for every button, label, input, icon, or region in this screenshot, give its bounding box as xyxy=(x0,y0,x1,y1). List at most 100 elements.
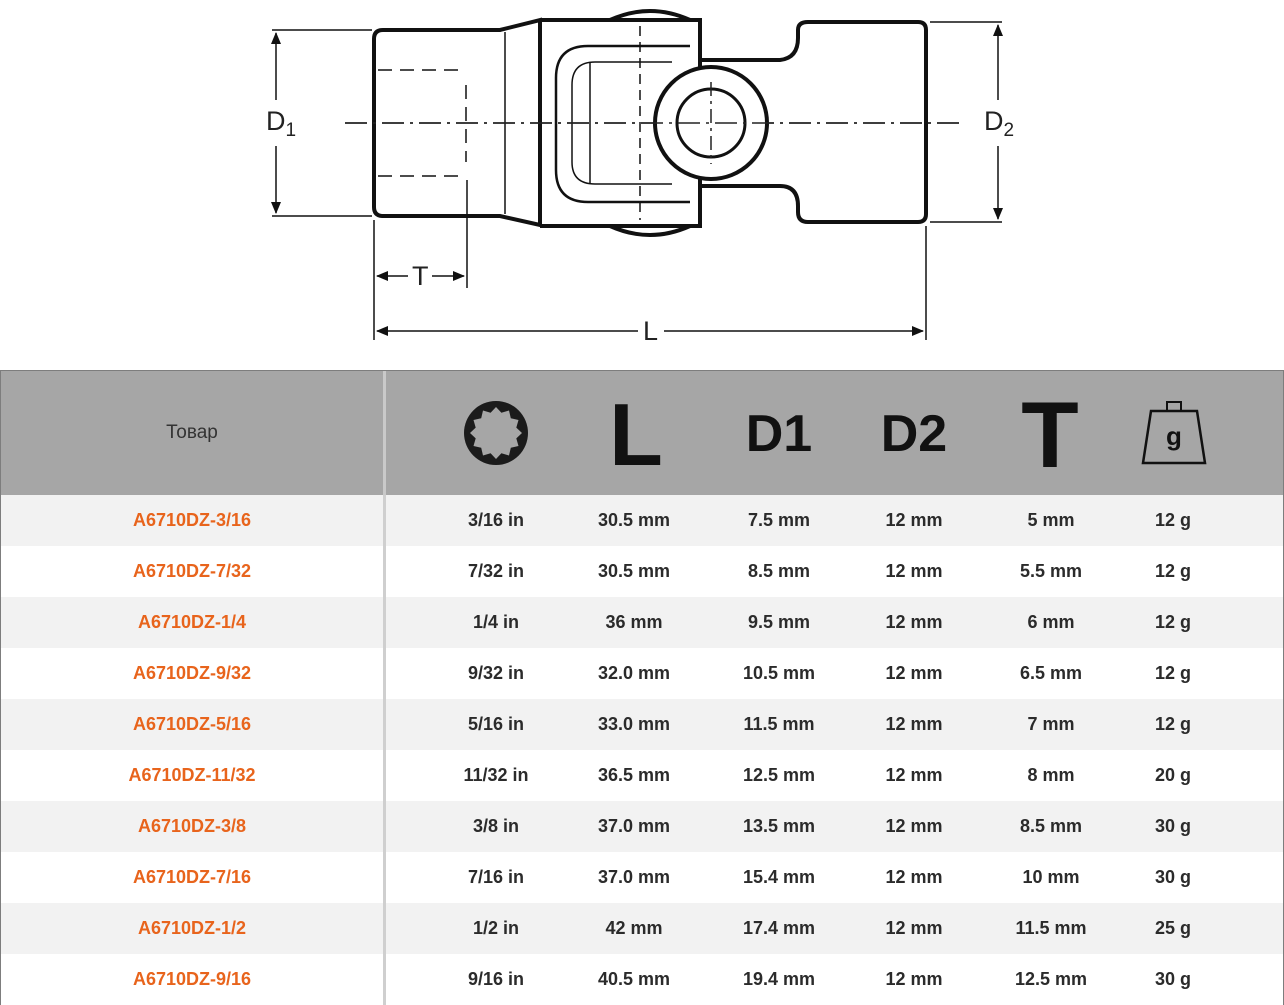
weight-cell: 12 g xyxy=(1154,510,1192,530)
weight-cell: 25 g xyxy=(1154,918,1192,938)
length-cell: 33.0 mm xyxy=(597,714,671,734)
size-cell: 7/32 in xyxy=(467,561,525,581)
svg-text:g: g xyxy=(1166,421,1182,451)
d2-icon: D2 xyxy=(864,371,964,495)
length-icon: L xyxy=(588,371,684,495)
t-cell: 7 mm xyxy=(1027,714,1075,734)
length-cell: 30.5 mm xyxy=(597,561,671,581)
t-cell: 5.5 mm xyxy=(1019,561,1083,581)
header-icons: L D1 D2 T xyxy=(386,371,1283,495)
svg-text:T: T xyxy=(1021,395,1078,471)
d2-cell: 12 mm xyxy=(885,663,943,683)
size-cell: 1/2 in xyxy=(472,918,520,938)
d2-cell: 12 mm xyxy=(885,714,943,734)
product-code-link[interactable]: A6710DZ-9/16 xyxy=(1,954,386,1005)
d1-dimension-label: D1 xyxy=(266,106,296,141)
length-cell: 40.5 mm xyxy=(597,969,671,989)
d2-cell: 12 mm xyxy=(885,918,943,938)
product-code-link[interactable]: A6710DZ-3/16 xyxy=(1,495,386,546)
product-code-link[interactable]: A6710DZ-11/32 xyxy=(1,750,386,801)
drive-end xyxy=(700,20,928,224)
weight-icon: g xyxy=(1134,371,1214,495)
svg-text:D2: D2 xyxy=(881,405,947,463)
weight-cell: 12 g xyxy=(1154,663,1192,683)
product-code-link[interactable]: A6710DZ-3/8 xyxy=(1,801,386,852)
size-cell: 3/16 in xyxy=(467,510,525,530)
spec-table: Товар L D1 D2 xyxy=(0,370,1284,1005)
product-code-link[interactable]: A6710DZ-7/16 xyxy=(1,852,386,903)
t-cell: 6 mm xyxy=(1027,612,1075,632)
size-cell: 3/8 in xyxy=(472,816,520,836)
d1-cell: 13.5 mm xyxy=(742,816,816,836)
socket-body xyxy=(372,17,542,228)
size-cell: 11/32 in xyxy=(463,765,529,785)
length-cell: 37.0 mm xyxy=(597,816,671,836)
product-code-link[interactable]: A6710DZ-7/32 xyxy=(1,546,386,597)
d2-cell: 12 mm xyxy=(885,612,943,632)
svg-text:L: L xyxy=(609,397,663,469)
t-cell: 8 mm xyxy=(1027,765,1075,785)
d2-cell: 12 mm xyxy=(885,867,943,887)
weight-cell: 20 g xyxy=(1154,765,1192,785)
row-values: 5/16 in 33.0 mm 11.5 mm 12 mm 7 mm 12 g xyxy=(386,699,1283,750)
weight-cell: 12 g xyxy=(1154,612,1192,632)
product-code-link[interactable]: A6710DZ-1/2 xyxy=(1,903,386,954)
d1-icon: D1 xyxy=(729,371,829,495)
size-cell: 5/16 in xyxy=(467,714,525,734)
d1-cell: 7.5 mm xyxy=(747,510,811,530)
d2-dimension-label: D2 xyxy=(984,106,1014,141)
product-code-link[interactable]: A6710DZ-9/32 xyxy=(1,648,386,699)
weight-cell: 30 g xyxy=(1154,816,1192,836)
table-row: A6710DZ-1/4 1/4 in 36 mm 9.5 mm 12 mm 6 mm 12 … xyxy=(1,597,1283,648)
t-dimension-label: T xyxy=(412,261,429,291)
weight-cell: 30 g xyxy=(1154,969,1192,989)
technical-drawing: D1 D2 T L xyxy=(0,0,1284,370)
12-point-socket-icon xyxy=(458,371,534,495)
length-cell: 36.5 mm xyxy=(597,765,671,785)
d1-cell: 9.5 mm xyxy=(747,612,811,632)
table-header: Товар L D1 D2 xyxy=(1,371,1283,495)
d2-cell: 12 mm xyxy=(885,510,943,530)
t-cell: 10 mm xyxy=(1022,867,1080,887)
length-cell: 32.0 mm xyxy=(597,663,671,683)
d2-cell: 12 mm xyxy=(885,765,943,785)
length-cell: 37.0 mm xyxy=(597,867,671,887)
product-code-link[interactable]: A6710DZ-5/16 xyxy=(1,699,386,750)
size-cell: 7/16 in xyxy=(467,867,525,887)
row-values: 1/4 in 36 mm 9.5 mm 12 mm 6 mm 12 g xyxy=(386,597,1283,648)
table-row: A6710DZ-5/16 5/16 in 33.0 mm 11.5 mm 12 mm 7 … xyxy=(1,699,1283,750)
product-column-header: Товар xyxy=(1,371,386,495)
d1-cell: 10.5 mm xyxy=(742,663,816,683)
weight-cell: 12 g xyxy=(1154,714,1192,734)
l-dimension-label: L xyxy=(643,316,658,346)
t-cell: 12.5 mm xyxy=(1014,969,1088,989)
d1-cell: 8.5 mm xyxy=(747,561,811,581)
t-cell: 6.5 mm xyxy=(1019,663,1083,683)
length-cell: 36 mm xyxy=(605,612,663,632)
size-cell: 1/4 in xyxy=(472,612,520,632)
d2-cell: 12 mm xyxy=(885,969,943,989)
weight-cell: 30 g xyxy=(1154,867,1192,887)
length-cell: 30.5 mm xyxy=(597,510,671,530)
d1-cell: 17.4 mm xyxy=(742,918,816,938)
product-code-link[interactable]: A6710DZ-1/4 xyxy=(1,597,386,648)
t-cell: 11.5 mm xyxy=(1015,918,1087,938)
size-cell: 9/16 in xyxy=(467,969,525,989)
d1-cell: 11.5 mm xyxy=(743,714,815,734)
